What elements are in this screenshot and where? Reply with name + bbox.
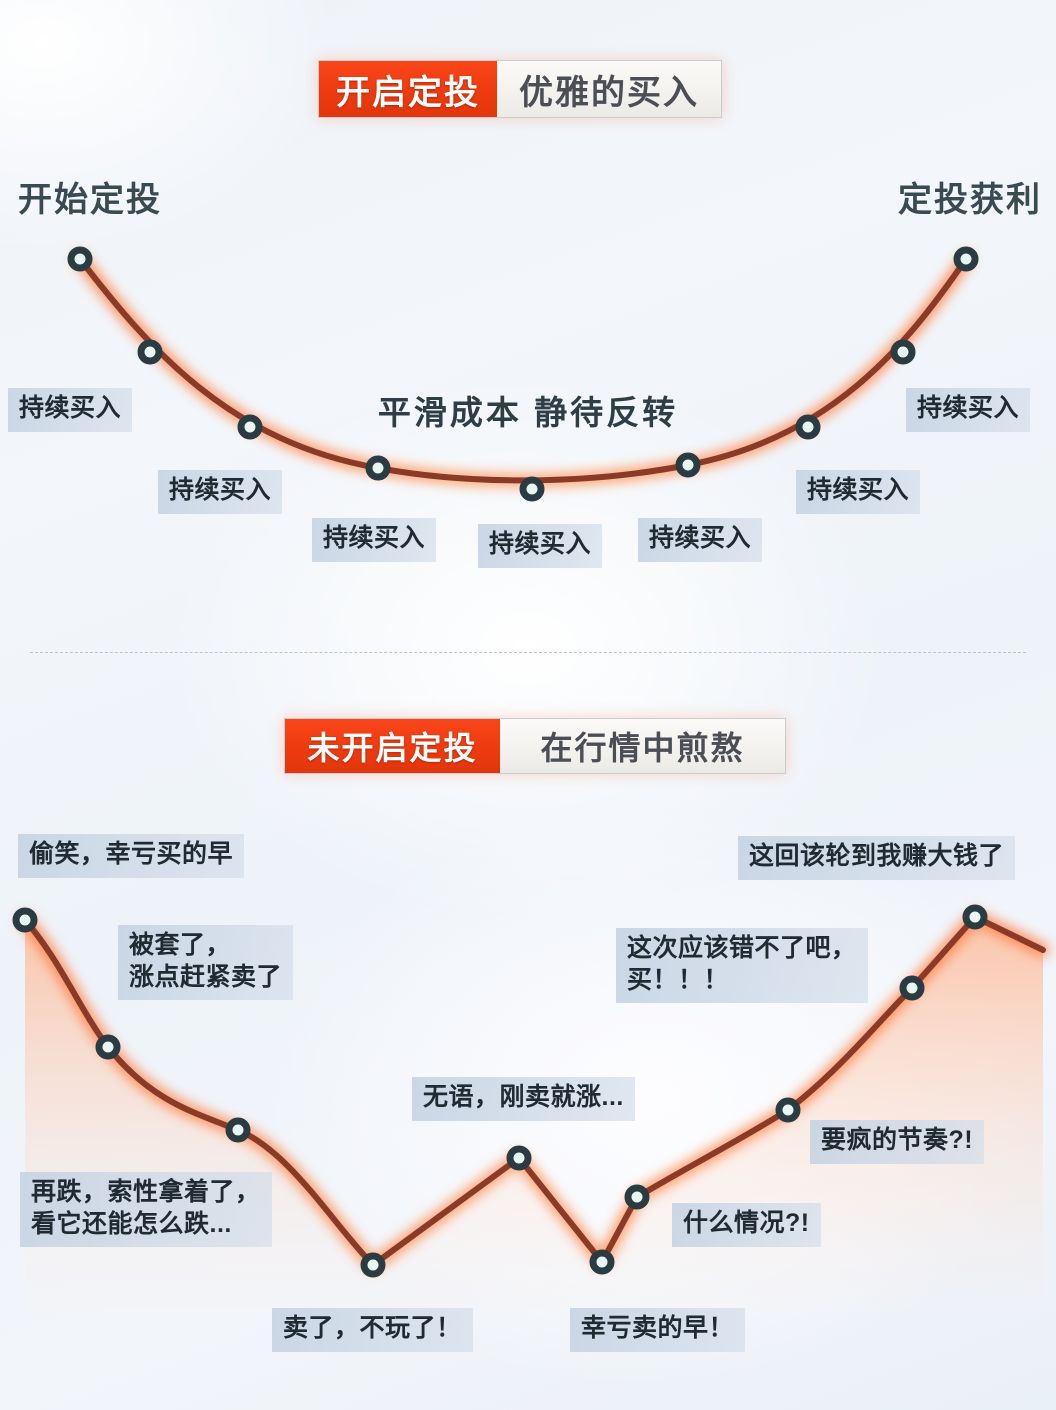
chip-trapped-sell-on-rally: 被套了， 涨点赶紧卖了 xyxy=(118,925,294,1000)
data-point-marker xyxy=(953,246,979,272)
section-divider xyxy=(30,652,1026,653)
data-point-marker xyxy=(795,414,821,440)
chip-my-turn-to-earn: 这回该轮到我赚大钱了 xyxy=(738,836,1016,880)
data-point-marker xyxy=(237,414,263,440)
smooth-cost-caption: 平滑成本 静待反转 xyxy=(377,394,679,431)
bottom-section-title-badge: 未开启定投 在行情中煎熬 xyxy=(284,718,786,774)
chip-continuous-buy: 持续买入 xyxy=(312,518,437,562)
data-point-marker xyxy=(137,339,163,365)
top-badge-left-label: 开启定投 xyxy=(319,61,497,117)
chip-continuous-buy: 持续买入 xyxy=(8,388,133,432)
data-point-marker xyxy=(624,1184,650,1210)
chip-hold-and-watch: 再跌，索性拿着了， 看它还能怎么跌... xyxy=(20,1172,272,1247)
data-point-marker xyxy=(519,476,545,502)
data-point-marker xyxy=(775,1097,801,1123)
data-point-marker xyxy=(365,455,391,481)
chip-what-happened: 什么情况?! xyxy=(672,1203,821,1247)
chip-sold-quit: 卖了，不玩了！ xyxy=(272,1308,473,1352)
data-point-marker xyxy=(890,339,916,365)
bottom-badge-right-label: 在行情中煎熬 xyxy=(500,719,785,773)
chip-bought-early: 偷笑，幸亏买的早 xyxy=(18,834,245,878)
data-point-marker xyxy=(899,975,925,1001)
data-point-marker xyxy=(67,246,93,272)
chip-continuous-buy: 持续买入 xyxy=(158,470,283,514)
dca-smile-curve-chart xyxy=(67,246,979,502)
data-point-marker xyxy=(675,452,701,478)
curve-glow xyxy=(73,252,973,487)
bottom-badge-left-label: 未开启定投 xyxy=(285,719,500,773)
chip-continuous-buy: 持续买入 xyxy=(796,470,921,514)
chip-lucky-sold-early: 幸亏卖的早！ xyxy=(570,1308,746,1352)
data-point-marker xyxy=(506,1145,532,1171)
chip-speechless-rally-after-sell: 无语，刚卖就涨... xyxy=(412,1077,635,1121)
chip-continuous-buy: 持续买入 xyxy=(478,524,603,568)
top-section-title-badge: 开启定投 优雅的买入 xyxy=(318,60,722,118)
profit-label: 定投获利 xyxy=(898,181,1042,219)
data-point-marker xyxy=(12,907,38,933)
top-badge-right-label: 优雅的买入 xyxy=(497,61,721,117)
chip-going-crazy: 要疯的节奏?! xyxy=(810,1120,985,1164)
start-investing-label: 开始定投 xyxy=(18,181,162,219)
data-point-marker xyxy=(360,1252,386,1278)
chip-cant-be-wrong-buy: 这次应该错不了吧， 买！！！ xyxy=(616,928,868,1003)
data-point-marker xyxy=(962,904,988,930)
data-point-marker xyxy=(95,1034,121,1060)
chip-continuous-buy: 持续买入 xyxy=(638,518,763,562)
data-point-marker xyxy=(225,1117,251,1143)
chip-continuous-buy: 持续买入 xyxy=(906,388,1031,432)
curve-line xyxy=(77,256,969,484)
data-point-marker xyxy=(589,1249,615,1275)
